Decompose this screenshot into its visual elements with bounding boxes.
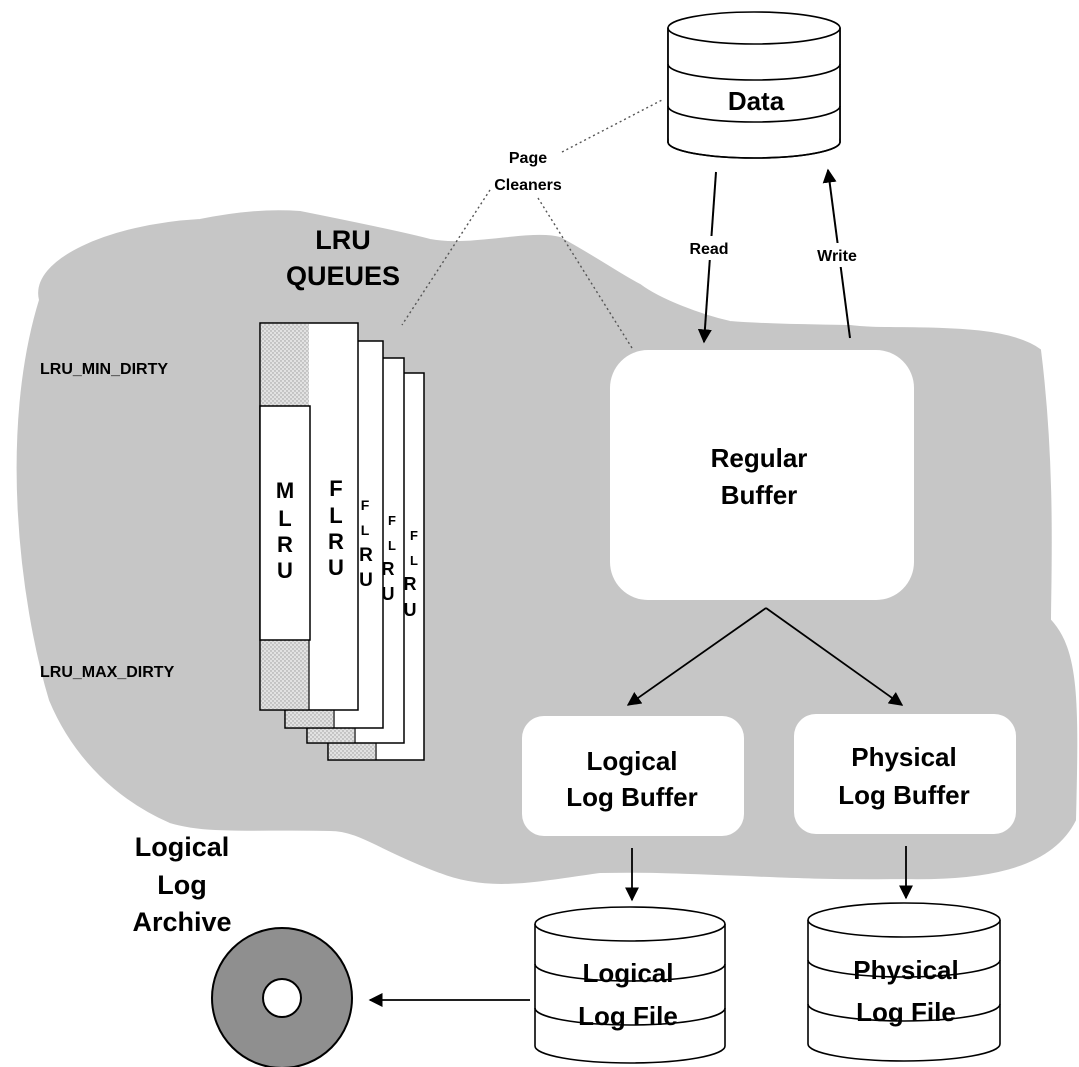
lru-queue-2-letter-4: U bbox=[359, 570, 373, 591]
data-store: Data bbox=[667, 11, 841, 159]
lru-queue-3-letter-1: F bbox=[388, 513, 396, 528]
lru-queue-stack: F L R U F L R U F L R U bbox=[259, 322, 425, 761]
mlru-letter-4: U bbox=[277, 558, 293, 583]
lru-queue-4-letter-1: F bbox=[410, 528, 418, 543]
regular-buffer-label-line2: Buffer bbox=[721, 480, 798, 510]
logical-log-file-label-line2: Log File bbox=[578, 1001, 678, 1031]
arrow-to-physical-log-buffer bbox=[765, 607, 904, 706]
physical-log-file-label-line2: Log File bbox=[856, 997, 956, 1027]
physical-log-buffer-label-line2: Log Buffer bbox=[838, 780, 969, 810]
regular-buffer-label-line1: Regular bbox=[711, 443, 808, 473]
lru-max-dirty-label: LRU_MAX_DIRTY bbox=[40, 664, 175, 681]
page-cleaner-links bbox=[401, 99, 663, 349]
lru-queue-2-letter-3: R bbox=[359, 545, 373, 566]
arrow-to-logical-log-buffer bbox=[626, 607, 767, 706]
lru-min-dirty-label: LRU_MIN_DIRTY bbox=[40, 361, 168, 378]
write-label: Write bbox=[817, 248, 857, 265]
logical-log-buffer-label-line1: Logical bbox=[586, 746, 677, 776]
mlru-letter-1: M bbox=[276, 478, 294, 503]
physical-log-buffer-label-line1: Physical bbox=[851, 742, 957, 772]
regular-buffer bbox=[610, 350, 914, 600]
physical-log-buffer bbox=[794, 714, 1016, 834]
lru-queue-4-letter-4: U bbox=[404, 600, 417, 620]
lru-queue-4-letter-2: L bbox=[410, 553, 418, 568]
flru-letter-3: R bbox=[328, 529, 344, 554]
physical-log-file: Physical Log File bbox=[807, 902, 1001, 1062]
logical-log-buffer-label-line2: Log Buffer bbox=[566, 782, 697, 812]
logical-log-file: Logical Log File bbox=[534, 906, 726, 1064]
page-cleaners-label-line2: Cleaners bbox=[494, 177, 562, 194]
lru-queue-4-letter-3: R bbox=[404, 574, 417, 594]
archive-label-line3: Archive bbox=[132, 907, 231, 937]
mlru-queue bbox=[259, 405, 311, 641]
lru-title-line2: QUEUES bbox=[286, 261, 400, 291]
logical-log-buffer bbox=[522, 716, 744, 836]
lru-queue-front: M L R U F L R U bbox=[259, 322, 359, 711]
lru-queue-2-letter-2: L bbox=[361, 522, 370, 538]
lru-queue-3-letter-3: R bbox=[382, 559, 395, 579]
lru-queue-3-letter-2: L bbox=[388, 538, 396, 553]
logical-log-file-label-line1: Logical bbox=[582, 958, 673, 988]
mlru-letter-2: L bbox=[278, 506, 291, 531]
lru-title-line1: LRU bbox=[315, 225, 371, 255]
lru-queue-2-letter-1: F bbox=[361, 497, 370, 513]
mlru-letter-3: R bbox=[277, 532, 293, 557]
archive-disk-icon bbox=[211, 927, 353, 1067]
page-cleaners-label-line1: Page bbox=[509, 150, 547, 167]
physical-log-file-label-line1: Physical bbox=[853, 955, 959, 985]
lru-queue-3-letter-4: U bbox=[382, 584, 395, 604]
archive-label-line1: Logical bbox=[135, 832, 230, 862]
archive-label-line2: Log bbox=[157, 870, 206, 900]
flru-letter-1: F bbox=[329, 476, 342, 501]
data-store-label: Data bbox=[728, 86, 785, 116]
flru-letter-2: L bbox=[329, 503, 342, 528]
flru-letter-4: U bbox=[328, 555, 344, 580]
read-label: Read bbox=[689, 241, 728, 258]
